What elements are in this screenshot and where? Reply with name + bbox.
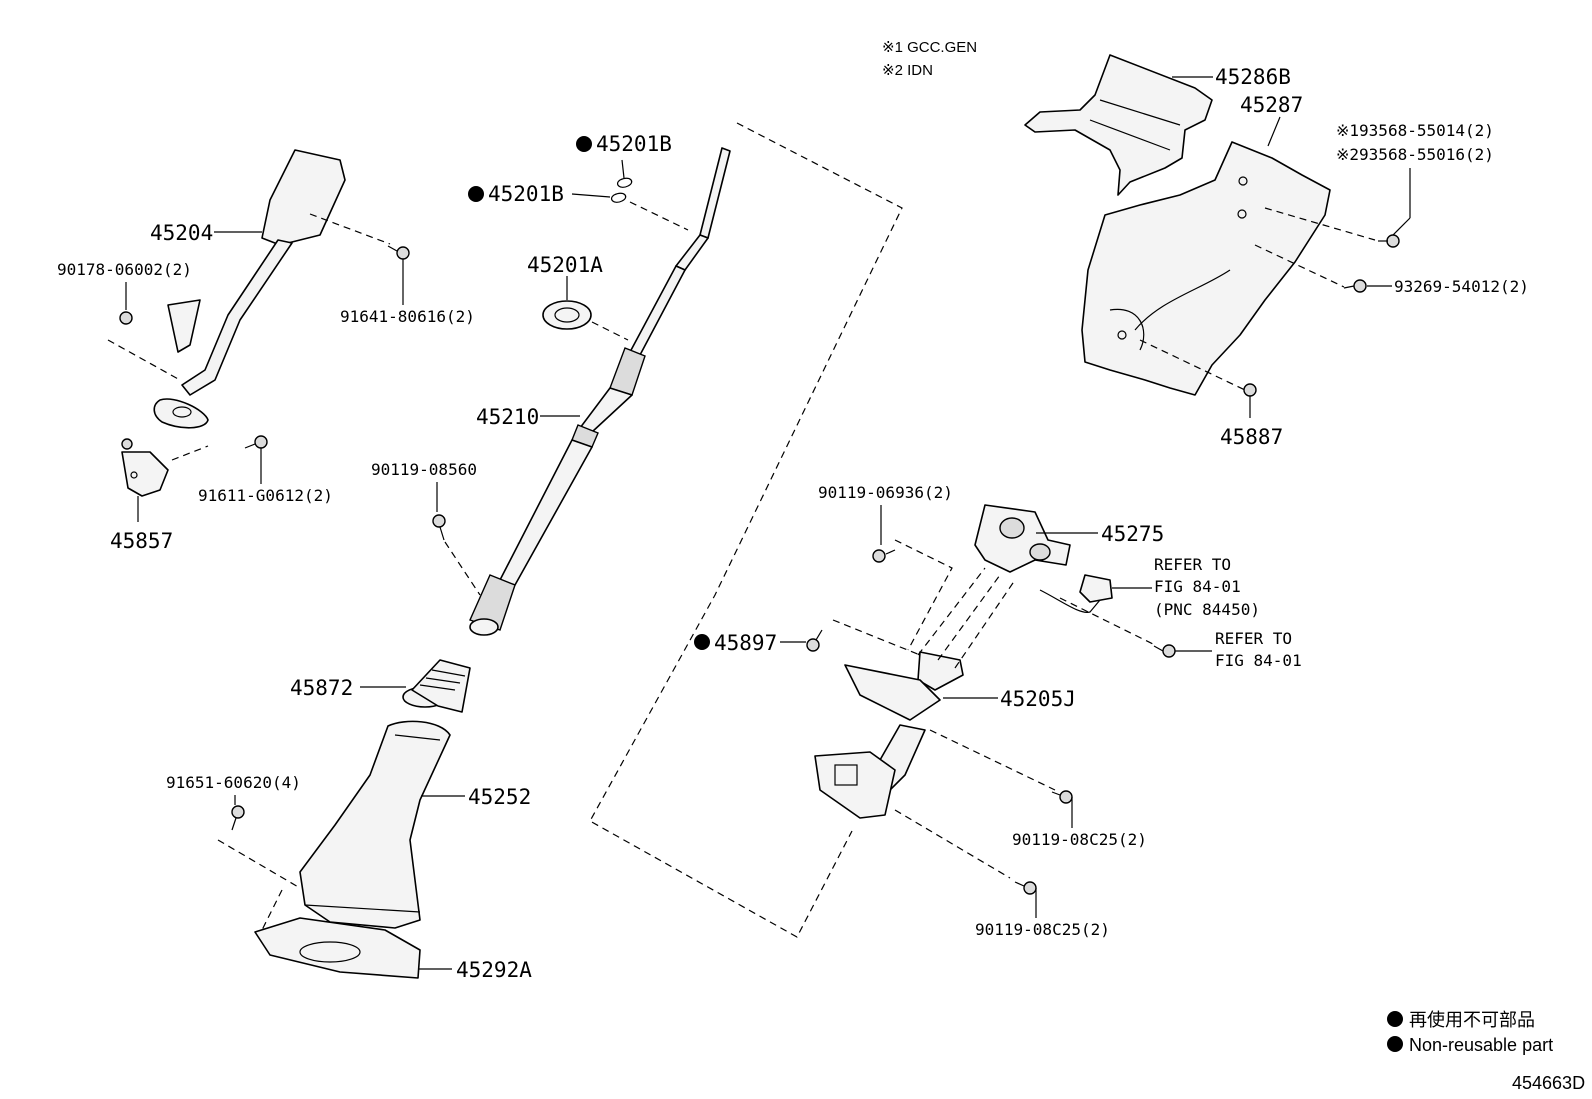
nut-90178-icon (119, 311, 133, 325)
refer2-line1: REFER TO (1215, 629, 1292, 648)
dash-45205J-a (917, 567, 986, 656)
leader-45201B-top (621, 159, 625, 179)
bolt-90119-08C25-a-icon (1051, 790, 1073, 804)
bolt-93269-icon (1343, 279, 1367, 293)
dash-91611 (171, 445, 209, 461)
label-45205J: 45205J (1000, 687, 1076, 711)
dash-91641 (309, 213, 391, 245)
legend-dot-jp (1387, 1011, 1403, 1027)
nonreusable-dot-45201B (468, 186, 484, 202)
dash-45897 (832, 619, 921, 656)
bolt-91611-icon (244, 435, 268, 449)
dash-90119-06936 (894, 539, 953, 651)
assembly-boundary (589, 122, 903, 938)
dash-91651b (261, 889, 283, 931)
label-45287: 45287 (1240, 93, 1303, 117)
legend-jp: 再使用不可部品 (1409, 1010, 1535, 1030)
clip-45887-icon (1243, 383, 1257, 397)
refer1-line3: (PNC 84450) (1154, 600, 1260, 619)
label-91611: 91611-G0612(2) (198, 486, 333, 505)
label-193568: ※193568-55014(2) (1336, 121, 1494, 140)
dash-08C25-a (929, 729, 1056, 791)
dash-45201A (591, 321, 629, 341)
part-45857-bracket (121, 438, 169, 497)
dash-90119-08560 (444, 541, 481, 596)
label-91641: 91641-80616(2) (340, 307, 475, 326)
part-45201A-seal (542, 300, 592, 330)
clip-45201B-top-icon (616, 177, 633, 188)
leader-193568b (1391, 217, 1411, 237)
bolt-90119-08C25-b-icon (1014, 881, 1037, 895)
bolt-refer2-icon (1153, 644, 1176, 658)
label-90119-08560: 90119-08560 (371, 460, 477, 479)
refer2-line2: FIG 84-01 (1215, 651, 1302, 670)
refer1-line1: REFER TO (1154, 555, 1231, 574)
bolt-90119-08560-icon (432, 514, 446, 541)
note-idn: ※2 IDN (882, 62, 933, 79)
dash-45201B (629, 201, 689, 231)
label-45201B-top: 45201B (596, 132, 672, 156)
bolt-91641-icon (387, 245, 410, 260)
dash-93269 (1254, 244, 1345, 288)
label-45210: 45210 (476, 405, 539, 429)
label-45286B: 45286B (1215, 65, 1291, 89)
legend-en: Non-reusable part (1409, 1035, 1553, 1055)
label-90178: 90178-06002(2) (57, 260, 192, 279)
legend-dot-en (1387, 1036, 1403, 1052)
part-45872-boot (402, 659, 471, 713)
part-45275-housing (974, 504, 1071, 573)
figure-id: 454663D (1512, 1073, 1585, 1093)
label-45201A: 45201A (527, 253, 603, 277)
leader-45287 (1267, 116, 1281, 147)
label-45252: 45252 (468, 785, 531, 809)
part-45210-intermediate-shaft (469, 147, 731, 636)
label-45201B: 45201B (488, 182, 564, 206)
clip-45201B-lower-icon (610, 192, 627, 203)
label-93269: 93269-54012(2) (1394, 277, 1529, 296)
dash-45205J-c (954, 579, 1016, 669)
label-293568: ※293568-55016(2) (1336, 145, 1494, 164)
dash-45205J-b (937, 574, 1001, 661)
label-45275: 45275 (1101, 522, 1164, 546)
label-45872: 45872 (290, 676, 353, 700)
label-45204: 45204 (150, 221, 213, 245)
part-45286B-cover (1024, 54, 1213, 196)
refer1-line2: FIG 84-01 (1154, 577, 1241, 596)
nonreusable-dot-45201B-top (576, 136, 592, 152)
label-90119-08C25-b: 90119-08C25(2) (975, 920, 1110, 939)
dash-45887 (1139, 339, 1246, 391)
label-90119-06936: 90119-06936(2) (818, 483, 953, 502)
label-45292A: 45292A (456, 958, 532, 982)
connector-84450-icon (1039, 574, 1113, 613)
part-45205J-column (814, 651, 964, 819)
nonreusable-dot-45897 (694, 634, 710, 650)
dash-90178 (107, 339, 181, 381)
label-45857: 45857 (110, 529, 173, 553)
part-45287-cover (1081, 141, 1331, 396)
leader-45201B (571, 193, 611, 198)
bolt-45897-icon (806, 629, 823, 652)
part-45204-bracket (153, 149, 346, 429)
label-90119-08C25-a: 90119-08C25(2) (1012, 830, 1147, 849)
label-91651: 91651-60620(4) (166, 773, 301, 792)
bolt-90119-06936-icon (872, 549, 896, 563)
label-45887: 45887 (1220, 425, 1283, 449)
bolt-193568-icon (1378, 234, 1400, 248)
dash-08C25-b (894, 809, 1011, 879)
label-45897: 45897 (714, 631, 777, 655)
part-45292A-plate (254, 917, 421, 979)
dash-refer2 (1059, 597, 1156, 646)
note-gcc-gen: ※1 GCC.GEN (882, 39, 977, 56)
dash-91651 (217, 839, 301, 889)
part-45252-cover (299, 720, 451, 929)
bolt-91651-icon (231, 805, 245, 831)
